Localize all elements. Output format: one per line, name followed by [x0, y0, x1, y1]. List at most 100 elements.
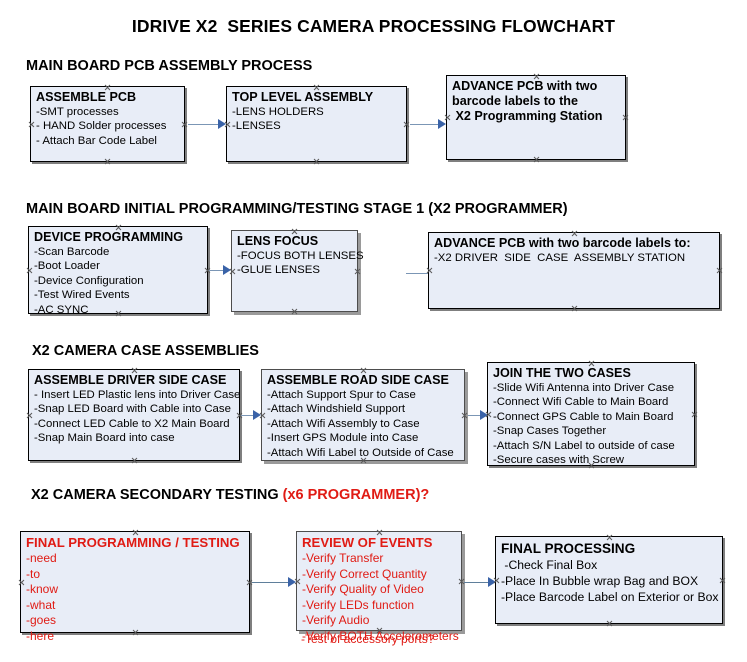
- box-line: -to: [26, 566, 41, 581]
- box-final-processing[interactable]: FINAL PROCESSING -Check Final Box -Place…: [495, 536, 723, 624]
- box-overflow-line-review-of-events: -Test of accessory ports?: [301, 632, 435, 646]
- box-line: -here: [26, 628, 55, 643]
- box-line: -Verify Audio: [302, 613, 370, 627]
- box-line: -LENS HOLDERS: [232, 106, 324, 118]
- box-title: JOIN THE TWO CASES: [493, 366, 631, 380]
- box-line: -Snap Main Board into case: [34, 432, 175, 445]
- box-review-of-events[interactable]: REVIEW OF EVENTS -Verify Transfer -Verif…: [296, 531, 462, 643]
- box-title: ASSEMBLE PCB: [36, 90, 137, 104]
- box-join-the-two-cases[interactable]: JOIN THE TWO CASES -Slide Wifi Antenna i…: [487, 362, 695, 466]
- box-title: FINAL PROGRAMMING / TESTING: [26, 535, 240, 550]
- box-line: -Attach S/N Label to outside of case: [493, 439, 675, 452]
- arrow-road-side-to-join-cases: [468, 410, 488, 421]
- arrow-top-level-assembly-to-advance-pcb: [410, 119, 446, 130]
- arrow-shaft: [252, 581, 289, 584]
- box-line: -GLUE LENSES: [237, 264, 320, 277]
- box-line: -Snap Cases Together: [493, 425, 607, 438]
- arrow-shaft: [468, 414, 481, 417]
- box-line: -FOCUS BOTH LENSES: [237, 250, 364, 262]
- connector-handle-bottom[interactable]: [291, 308, 298, 315]
- arrow-head-icon: [488, 577, 496, 587]
- box-line: -Verify BOTH Accelerometers: [302, 628, 459, 643]
- section-heading-main-board-pcb-assembly: MAIN BOARD PCB ASSEMBLY PROCESS: [26, 58, 312, 74]
- box-line: -Place Barcode Label on Exterior or Box: [501, 590, 719, 604]
- box-device-programming[interactable]: DEVICE PROGRAMMING -Scan Barcode -Boot L…: [28, 226, 208, 316]
- connector-handle-bottom[interactable]: [533, 156, 540, 163]
- box-line: -Scan Barcode: [34, 246, 110, 258]
- box-line: -Verify Correct Quantity: [302, 566, 427, 581]
- arrow-driver-side-to-road-side: [241, 410, 261, 421]
- section-heading-text: MAIN BOARD PCB ASSEMBLY PROCESS: [26, 58, 313, 74]
- section-heading-text: X2 CAMERA SECONDARY TESTING: [31, 487, 283, 503]
- section-heading-main-board-initial-programming: MAIN BOARD INITIAL PROGRAMMING/TESTING S…: [26, 201, 568, 217]
- box-title-line2: barcode labels to the: [452, 94, 578, 108]
- arrow-device-programming-to-lens-focus: [209, 265, 231, 276]
- arrow-shaft: [464, 581, 489, 584]
- section-heading-text: MAIN BOARD INITIAL PROGRAMMING/TESTING S…: [26, 201, 568, 217]
- arrow-review-of-events-to-final-processing: [464, 577, 496, 588]
- arrow-head-icon: [253, 410, 261, 420]
- box-line: -SMT processes: [36, 106, 119, 118]
- box-line: -Attach Support Spur to Case: [267, 389, 416, 401]
- section-heading-x2-camera-case-assemblies: X2 CAMERA CASE ASSEMBLIES: [32, 343, 259, 359]
- arrow-head-icon: [438, 119, 446, 129]
- connector-handle-bottom[interactable]: [104, 158, 111, 165]
- box-line: -goes: [26, 613, 57, 627]
- box-line: -Verify Transfer: [302, 551, 384, 565]
- connector-handle-bottom[interactable]: [571, 305, 578, 312]
- arrow-head-icon: [480, 410, 488, 420]
- box-line: -Attach Wifi Assembly to Case: [267, 417, 420, 430]
- section-heading-text: X2 CAMERA CASE ASSEMBLIES: [32, 343, 259, 359]
- box-line: -Verify LEDs function: [302, 597, 415, 612]
- connector-handle-right[interactable]: [716, 267, 723, 274]
- section-heading-x2-camera-secondary-testing: X2 CAMERA SECONDARY TESTING (x6 PROGRAMM…: [31, 487, 429, 503]
- section-heading-accent: (x6 PROGRAMMER)?: [282, 487, 430, 503]
- box-line: - Insert LED Plastic lens into Driver Ca…: [34, 389, 241, 401]
- arrow-head-icon: [288, 577, 296, 587]
- box-title-line3: X2 Programming Station: [452, 109, 603, 123]
- box-line: -Connect Wifi Cable to Main Board: [493, 396, 669, 409]
- arrow-head-icon: [223, 265, 231, 275]
- box-final-programming-testing[interactable]: FINAL PROGRAMMING / TESTING -need -to -k…: [20, 531, 250, 643]
- box-assemble-pcb[interactable]: ASSEMBLE PCB -SMT processes - HAND Solde…: [30, 86, 185, 162]
- box-title: ADVANCE PCB with two barcode labels to:: [434, 236, 691, 250]
- box-advance-pcb-to-driver-side-case[interactable]: ADVANCE PCB with two barcode labels to: …: [428, 232, 720, 309]
- box-title: DEVICE PROGRAMMING: [34, 230, 184, 244]
- connector-handle-bottom[interactable]: [131, 457, 138, 464]
- box-title: TOP LEVEL ASSEMBLY: [232, 90, 374, 104]
- arrow-assemble-pcb-to-top-level-assembly: [188, 119, 226, 130]
- box-line: -Device Configuration: [34, 274, 144, 287]
- connector-handle-bottom[interactable]: [313, 158, 320, 165]
- box-title: ASSEMBLE DRIVER SIDE CASE: [34, 373, 227, 387]
- box-assemble-road-side-case[interactable]: ASSEMBLE ROAD SIDE CASE -Attach Support …: [261, 369, 465, 461]
- box-line: -Connect GPS Cable to Main Board: [493, 410, 674, 423]
- box-line: -AC SYNC: [34, 303, 89, 316]
- box-advance-pcb-to-x2-programming-station[interactable]: ADVANCE PCB with two barcode labels to t…: [446, 75, 626, 160]
- arrow-shaft: [188, 123, 219, 126]
- box-title: ADVANCE PCB with two: [452, 79, 598, 93]
- box-line: -LENSES: [232, 120, 281, 133]
- box-line: -X2 DRIVER SIDE CASE ASSEMBLY STATION: [434, 252, 686, 264]
- box-line: -Place In Bubble wrap Bag and BOX: [501, 574, 699, 588]
- arrow-shaft: [406, 272, 431, 275]
- box-line: -Check Final Box: [501, 558, 598, 572]
- box-line: - Attach Bar Code Label: [36, 134, 157, 147]
- box-line: - HAND Solder processes: [36, 120, 167, 133]
- box-lens-focus[interactable]: LENS FOCUS -FOCUS BOTH LENSES -GLUE LENS…: [231, 230, 364, 315]
- arrow-shaft: [241, 414, 254, 417]
- box-top-level-assembly[interactable]: TOP LEVEL ASSEMBLY -LENS HOLDERS -LENSES: [226, 86, 407, 162]
- arrow-final-programming-to-review-of-events: [252, 577, 296, 588]
- box-title: LENS FOCUS: [237, 234, 319, 248]
- box-line: -Connect LED Cable to X2 Main Board: [34, 417, 230, 430]
- connector-handle-bottom[interactable]: [606, 620, 613, 627]
- box-line: -Verify Quality of Video: [302, 582, 424, 596]
- box-line: -know: [26, 582, 59, 596]
- box-title: REVIEW OF EVENTS: [302, 535, 433, 550]
- box-assemble-driver-side-case[interactable]: ASSEMBLE DRIVER SIDE CASE - Insert LED P…: [28, 369, 240, 461]
- box-line: -Attach Windshield Support: [267, 403, 406, 416]
- box-line: -Snap LED Board with Cable into Case: [34, 403, 231, 416]
- box-title: ASSEMBLE ROAD SIDE CASE: [267, 373, 449, 387]
- box-line: -Secure cases with Screw: [493, 454, 625, 467]
- box-line: -Slide Wifi Antenna into Driver Case: [493, 382, 675, 394]
